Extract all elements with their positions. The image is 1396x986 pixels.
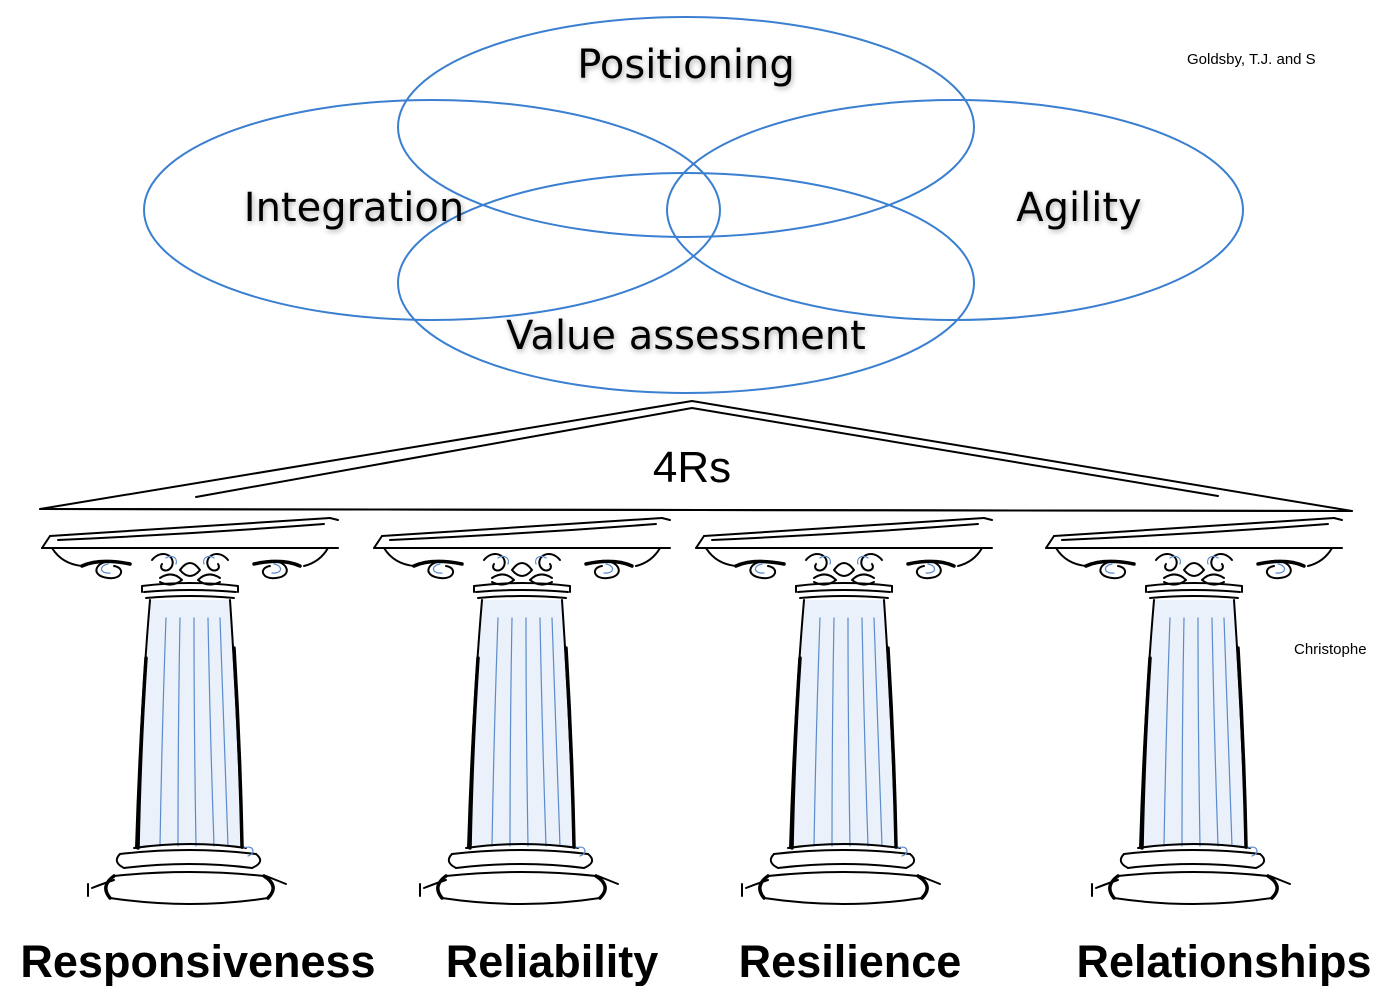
citation-top: Goldsby, T.J. and S [1187,51,1316,68]
pillar-resilience [694,516,994,906]
roof-inner-line [195,407,1219,498]
venn-diagram: Positioning Integration Agility Value as… [143,16,1244,394]
pillar-reliability [372,516,672,906]
citation-side: Christophe [1294,641,1367,658]
roof-base-line [39,508,1353,512]
label-integration: Integration [244,185,464,231]
ellipse-agility [666,99,1244,321]
pillar-responsiveness [40,516,340,906]
roof-pediment: 4Rs [39,400,1353,512]
pillar-label-responsiveness: Responsiveness [20,936,375,986]
label-value-assessment: Value assessment [506,313,866,359]
ellipse-integration [143,99,721,321]
label-positioning: Positioning [577,42,795,88]
pillar-label-resilience: Resilience [739,936,962,986]
ellipse-value-assessment [397,172,975,394]
roof-label: 4Rs [653,443,731,492]
pillar-relationships [1044,516,1344,906]
pillar-row [40,516,1344,906]
pillar-label-reliability: Reliability [446,936,659,986]
pillar-label-relationships: Relationships [1076,936,1371,986]
label-agility: Agility [1016,185,1141,231]
ellipse-positioning [397,16,975,238]
